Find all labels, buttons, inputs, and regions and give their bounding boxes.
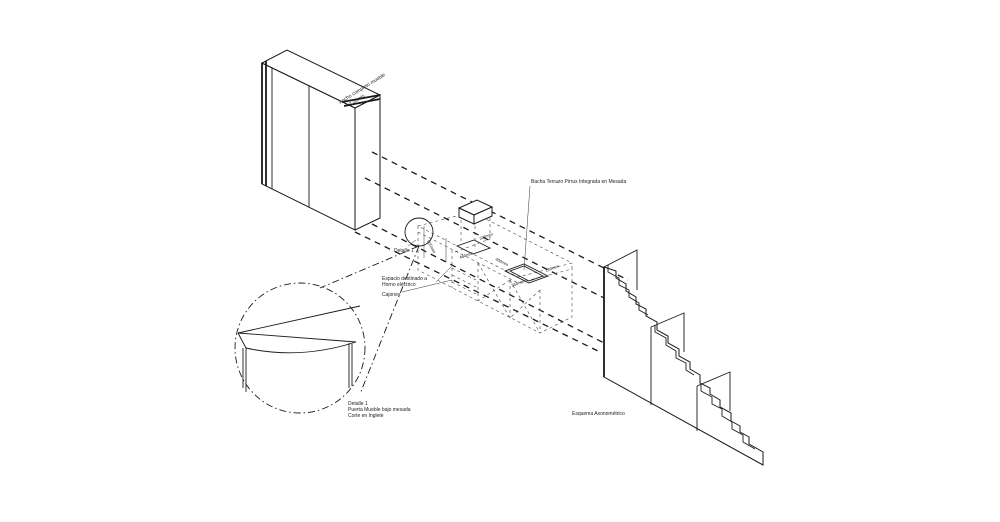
projection-lines [354, 151, 641, 353]
leaders [401, 185, 531, 293]
dimension-600mm: 600mm [426, 239, 437, 254]
dimension-120mm: 120mm [545, 263, 560, 273]
dimension-320mm: 320mm [479, 231, 494, 241]
label-espacio-line2: Horno eléctrico [382, 282, 416, 288]
detail-marker-circle [404, 217, 434, 247]
detail-circle [234, 282, 366, 414]
detail-callout [234, 245, 420, 414]
label-espacio-line1: Espacio destinado a [382, 276, 427, 282]
stepped-wall [603, 249, 764, 466]
label-detalle-title3: Corte en Inglete [348, 413, 384, 419]
dimension-350mm: 350mm [511, 278, 526, 288]
label-detalle-title2: Puerta Mueble bajo mesada [348, 407, 411, 413]
label-bacha: Bacha Terrazo Pirrux Integrada en Mesada [531, 179, 626, 185]
dimension-460mm: 460mm [459, 250, 474, 260]
label-detalle-title1: Detalle 1 [348, 401, 368, 407]
base-cabinets [417, 211, 573, 334]
label-detalle-ref: Detalle 1 [394, 248, 414, 254]
sink-block [457, 199, 494, 250]
label-esquema: Esquema Axonométrico [572, 411, 625, 417]
tall-cabinet [260, 49, 382, 231]
dimension-400mm: 400mm [495, 256, 510, 267]
label-cajones: Cajones [382, 292, 401, 298]
dimension-lines: 600mm 460mm 320mm 400mm 350mm 120mm [423, 226, 560, 288]
